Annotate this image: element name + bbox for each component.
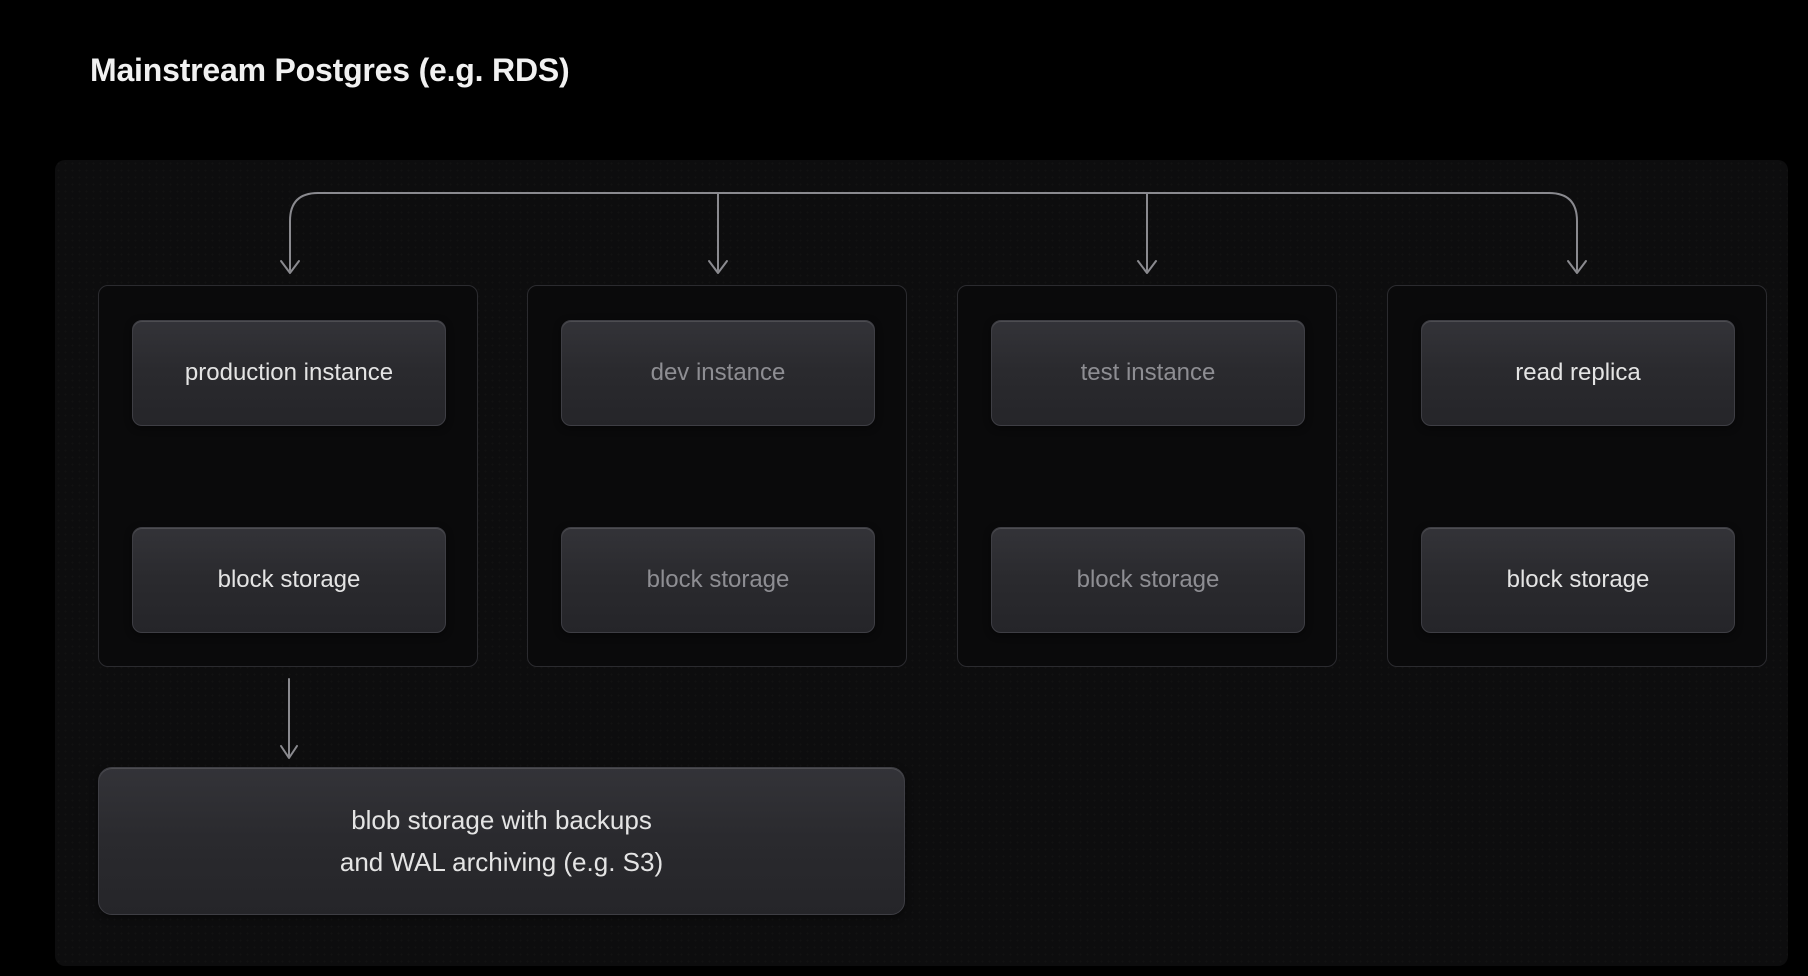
page-title: Mainstream Postgres (e.g. RDS) xyxy=(90,52,570,88)
blob-storage-line2: and WAL archiving (e.g. S3) xyxy=(339,847,664,877)
node-dev-instance: dev instance xyxy=(561,320,875,426)
node-label: read replica xyxy=(1515,359,1641,386)
column-read-replica: read replica block storage xyxy=(1387,285,1767,667)
node-label: production instance xyxy=(184,359,394,386)
node-test-instance: test instance xyxy=(991,320,1305,426)
blob-storage-line1: blob storage with backups xyxy=(351,805,652,835)
node-label: block storage xyxy=(217,566,361,593)
node-label: block storage xyxy=(1076,566,1220,593)
column-production: production instance block storage xyxy=(98,285,478,667)
column-dev: dev instance block storage xyxy=(527,285,907,667)
node-label: block storage xyxy=(1506,566,1650,593)
node-read-replica-block-storage: block storage xyxy=(1421,527,1735,633)
node-dev-block-storage: block storage xyxy=(561,527,875,633)
node-test-block-storage: block storage xyxy=(991,527,1305,633)
node-production-block-storage: block storage xyxy=(132,527,446,633)
node-read-replica: read replica xyxy=(1421,320,1735,426)
node-blob-storage: blob storage with backups and WAL archiv… xyxy=(98,767,905,915)
node-label: block storage xyxy=(646,566,790,593)
column-test: test instance block storage xyxy=(957,285,1337,667)
node-label: dev instance xyxy=(650,359,786,386)
node-label: test instance xyxy=(1080,359,1216,386)
node-production-instance: production instance xyxy=(132,320,446,426)
